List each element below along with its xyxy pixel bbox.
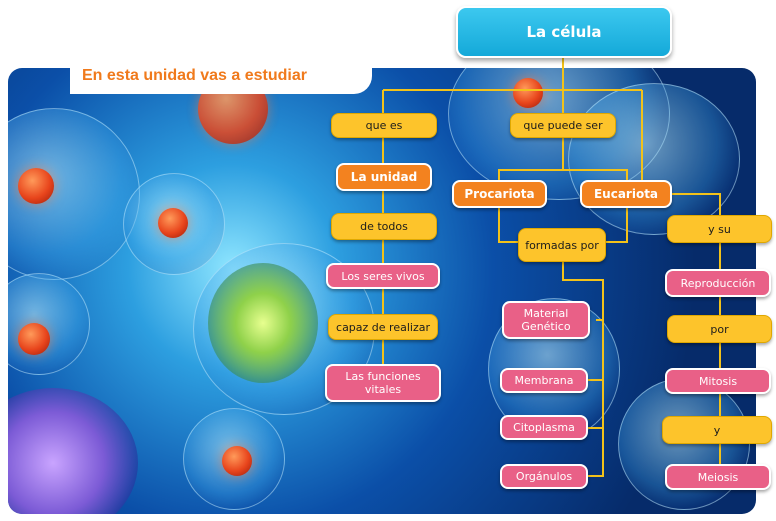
- intro-tab: En esta unidad vas a estudiar: [70, 58, 372, 94]
- concept-procariota: Procariota: [452, 180, 547, 208]
- concept-membrana: Membrana: [500, 368, 588, 393]
- concept-citoplasma: Citoplasma: [500, 415, 588, 440]
- background-nucleus: [18, 323, 50, 355]
- title-box: La célula: [456, 6, 672, 58]
- concept-eucariota: Eucariota: [580, 180, 672, 208]
- link-por: por: [667, 315, 772, 343]
- concept-la-unidad: La unidad: [336, 163, 432, 191]
- concept-mitosis: Mitosis: [665, 368, 771, 394]
- background-cell: [568, 83, 740, 235]
- concept-funciones-vitales: Las funciones vitales: [325, 364, 441, 402]
- background-nucleus: [158, 208, 188, 238]
- link-y-su: y su: [667, 215, 772, 243]
- concept-meiosis: Meiosis: [665, 464, 771, 490]
- background-nucleus: [18, 168, 54, 204]
- concept-material-genetico: Material Genético: [502, 301, 590, 339]
- concept-seres-vivos: Los seres vivos: [326, 263, 440, 289]
- mitotic-spindle: [208, 263, 318, 383]
- concept-organulos: Orgánulos: [500, 464, 588, 489]
- link-que-es: que es: [331, 113, 437, 138]
- background-nucleus: [513, 78, 543, 108]
- concept-reproduccion: Reproducción: [665, 269, 771, 297]
- link-de-todos: de todos: [331, 213, 437, 240]
- link-que-puede-ser: que puede ser: [510, 113, 616, 138]
- background-nucleus: [222, 446, 252, 476]
- link-y: y: [662, 416, 772, 444]
- link-formadas-por: formadas por: [518, 228, 606, 262]
- background-cell: [8, 273, 90, 375]
- link-capaz-de-realizar: capaz de realizar: [328, 314, 438, 340]
